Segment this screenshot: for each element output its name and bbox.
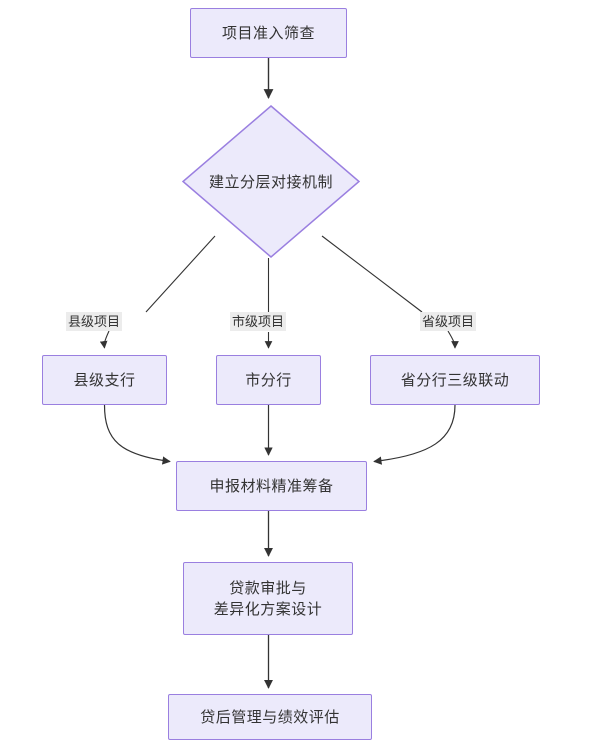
diamond-shape-icon (182, 105, 360, 258)
node-label: 建立分层对接机制 (208, 174, 333, 191)
edge-province-to-prepare (373, 404, 456, 465)
edge-label-text: 省级项目 (422, 314, 475, 329)
node-county-branch[interactable]: 县级支行 (42, 355, 167, 405)
node-label: 县级支行 (73, 371, 136, 389)
edge-province-label-to-province (447, 330, 459, 349)
edge-label-county-project: 县级项目 (66, 312, 123, 331)
node-label: 贷款审批与 差异化方案设计 (213, 579, 323, 618)
node-tiered-liaison-mechanism[interactable]: 建立分层对接机制 (182, 105, 360, 258)
edge-county-label-to-county (99, 330, 110, 349)
node-project-screening[interactable]: 项目准入筛查 (190, 8, 347, 58)
edge-label-province-project: 省级项目 (420, 312, 477, 331)
node-post-loan-management-and-performance-evaluation[interactable]: 贷后管理与绩效评估 (168, 694, 372, 740)
node-label: 省分行三级联动 (400, 371, 510, 389)
node-label: 市分行 (245, 371, 292, 389)
edge-label-text: 市级项目 (232, 314, 285, 329)
edge-county-to-prepare (103, 404, 171, 465)
node-loan-approval-and-scheme-design[interactable]: 贷款审批与 差异化方案设计 (183, 562, 353, 635)
node-province-three-tier[interactable]: 省分行三级联动 (370, 355, 540, 405)
node-label: 申报材料精准筹备 (209, 477, 334, 495)
node-label: 项目准入筛查 (221, 24, 315, 42)
edge-decision-to-county (145, 235, 216, 313)
edge-label-text: 县级项目 (68, 314, 121, 329)
node-application-material-preparation[interactable]: 申报材料精准筹备 (176, 461, 367, 511)
edge-label-city-project: 市级项目 (230, 312, 287, 331)
node-label: 贷后管理与绩效评估 (200, 708, 340, 726)
edge-decision-to-province (321, 235, 423, 313)
node-city-branch[interactable]: 市分行 (216, 355, 321, 405)
